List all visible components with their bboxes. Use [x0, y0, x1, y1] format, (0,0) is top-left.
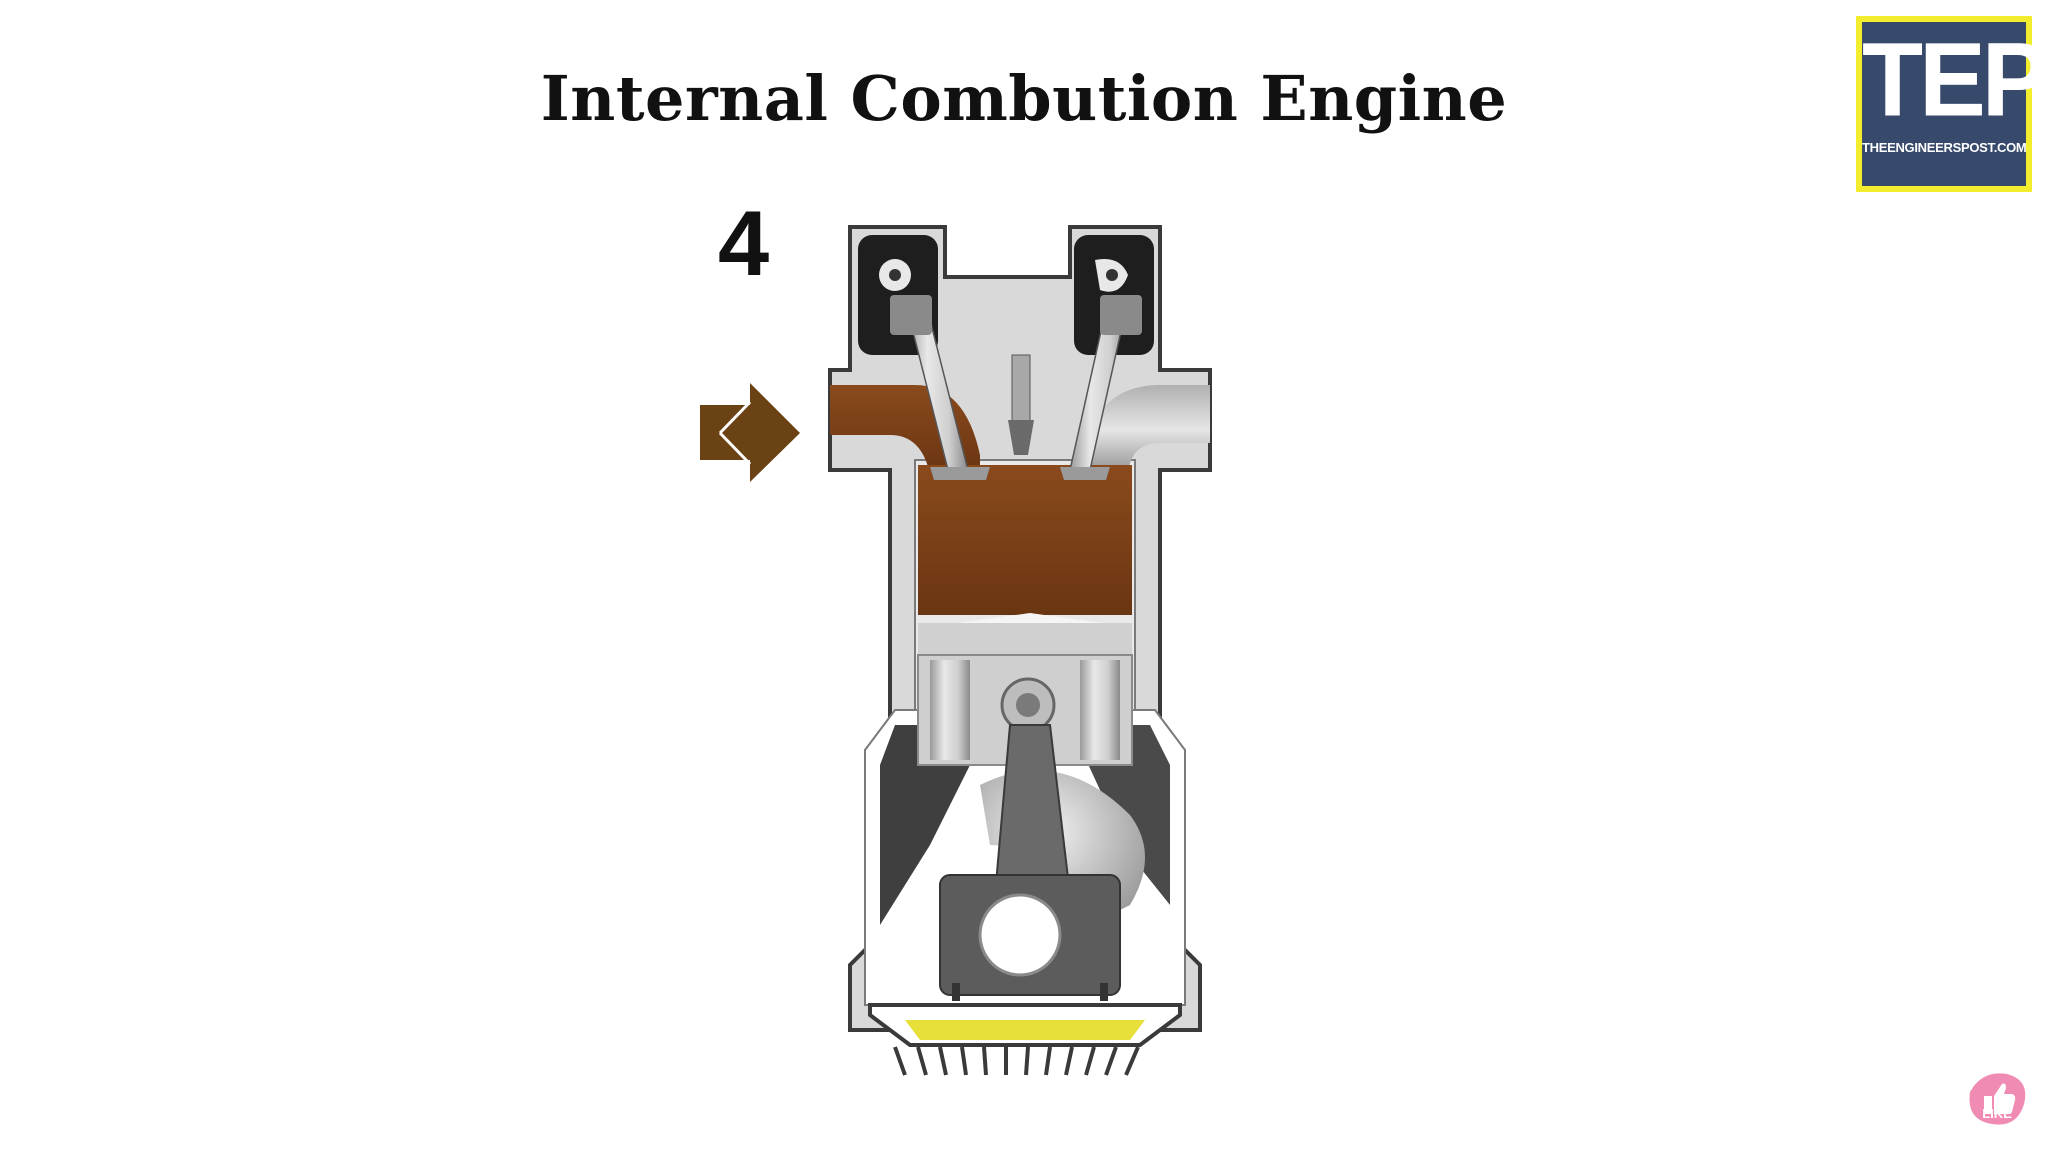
- oil-sump: [868, 1003, 1182, 1076]
- tep-logo: TEP THEENGINEERSPOST.COM: [1856, 16, 2048, 192]
- page-title: Internal Combution Engine: [540, 62, 1508, 135]
- spark-plug: [1008, 354, 1034, 455]
- exhaust-gas: [918, 465, 1132, 615]
- intake-valve: [890, 295, 932, 335]
- thumbs-up-icon: [1969, 1073, 2026, 1125]
- exhaust-valve: [1100, 295, 1142, 335]
- like-label: LIKE: [1982, 1106, 2012, 1121]
- engine-diagram: [700, 225, 1212, 1076]
- like-badge[interactable]: LIKE: [1962, 1062, 2032, 1132]
- connecting-rod: [939, 724, 1121, 1001]
- stroke-number: 4: [718, 193, 770, 295]
- valves: [890, 295, 1142, 480]
- exhaust-arrow-icon: [700, 383, 800, 482]
- logo-sub-text: THEENGINEERSPOST.COM: [1862, 140, 2027, 155]
- logo-main-text: TEP: [1862, 21, 2048, 139]
